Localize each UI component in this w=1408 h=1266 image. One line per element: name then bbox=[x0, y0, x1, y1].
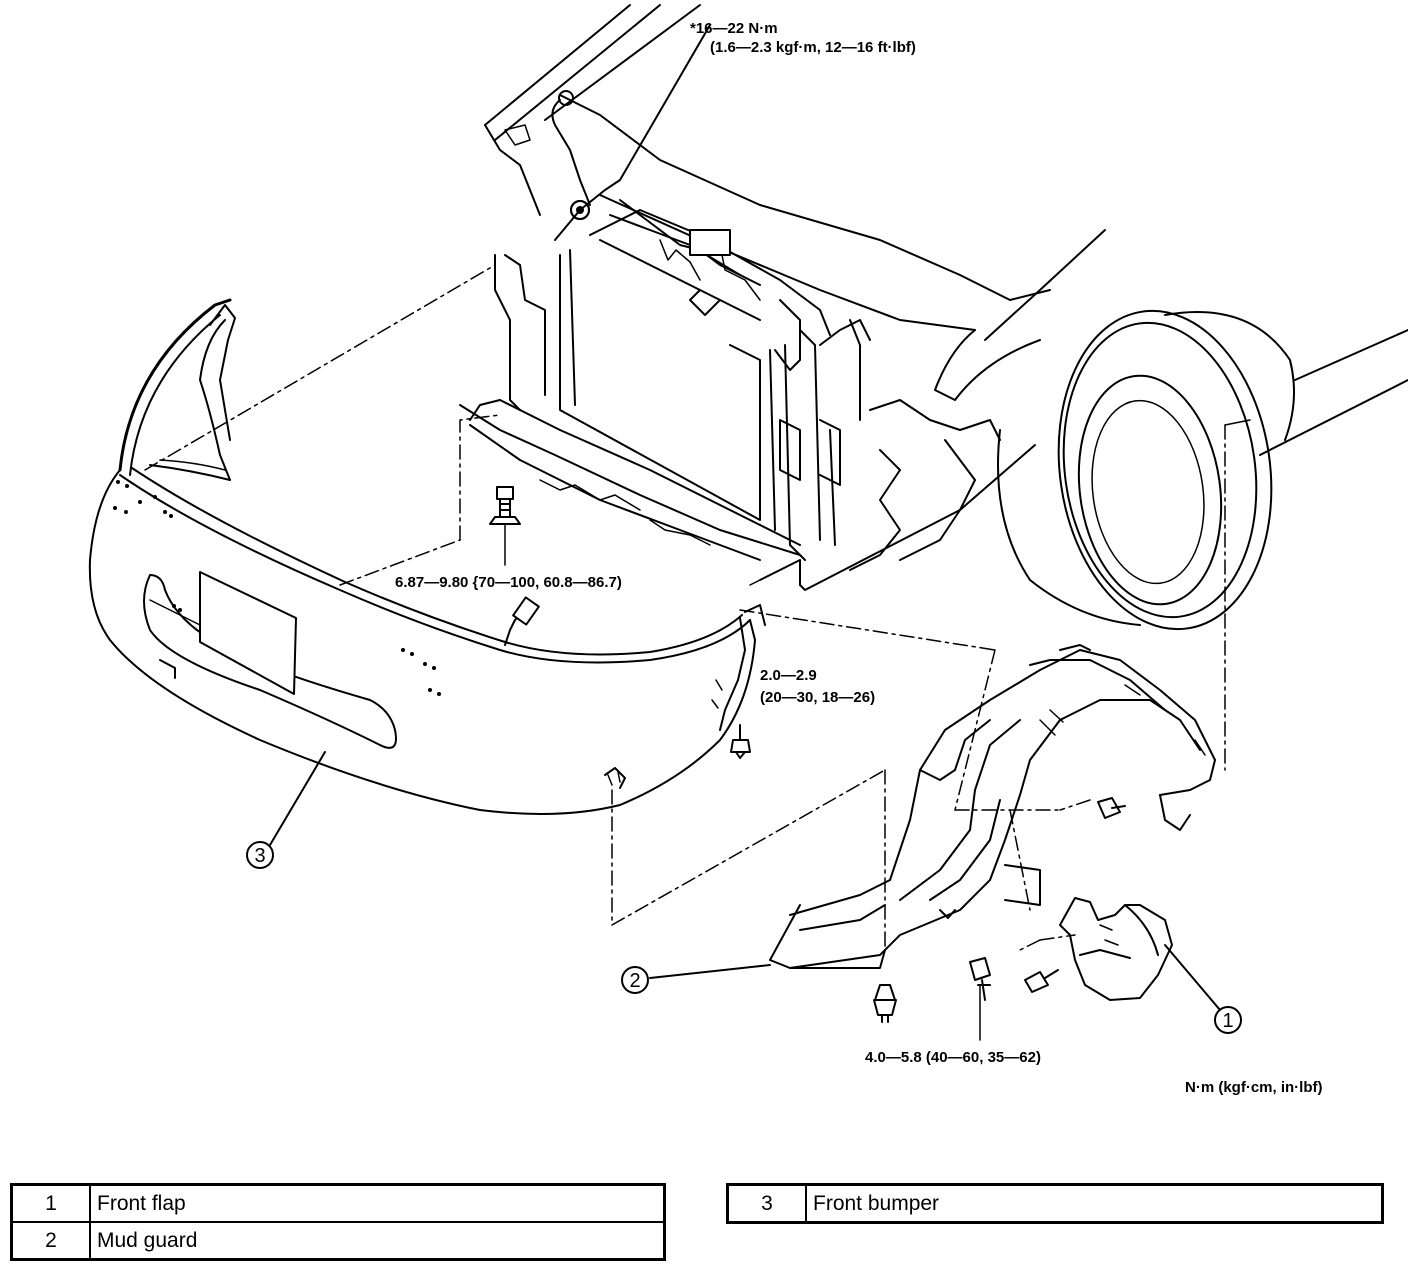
bolt-center-icon bbox=[489, 486, 521, 566]
table-row: 1 Front flap bbox=[10, 1183, 666, 1223]
reference-lines bbox=[144, 264, 1091, 951]
radiator-frame bbox=[459, 24, 1036, 591]
table-row: 3 Front bumper bbox=[726, 1183, 1384, 1224]
part-name: Mud guard bbox=[89, 1221, 666, 1261]
front-bumper bbox=[88, 298, 766, 846]
torque-screw-label-line1: 2.0—2.9 bbox=[760, 667, 817, 684]
clip-bottom-icon bbox=[873, 984, 897, 1023]
fasteners bbox=[489, 200, 1126, 1041]
torque-bottom-label: 4.0—5.8 (40—60, 35—62) bbox=[865, 1049, 1041, 1066]
torque-center-bolt-label: 6.87—9.80 {70—100, 60.8—86.7) bbox=[395, 574, 622, 591]
bolt-bottom-icon bbox=[969, 957, 991, 1041]
units-label: N·m (kgf·cm, in·lbf) bbox=[1185, 1079, 1322, 1096]
vehicle-body bbox=[484, 4, 1408, 771]
mud-guard bbox=[649, 644, 1216, 979]
svg-text:1: 1 bbox=[1222, 1010, 1233, 1032]
clip-flap-icon bbox=[1024, 969, 1059, 993]
part-number: 2 bbox=[10, 1221, 91, 1261]
callout-1: 1 bbox=[1214, 1006, 1242, 1034]
clip-right-icon bbox=[1097, 797, 1126, 819]
front-flap bbox=[1059, 897, 1221, 1011]
part-number: 3 bbox=[726, 1183, 807, 1224]
parts-table-left: 1 Front flap 2 Mud guard bbox=[10, 1183, 666, 1261]
part-name: Front flap bbox=[89, 1183, 666, 1223]
part-name: Front bumper bbox=[805, 1183, 1384, 1224]
screw-side-icon bbox=[730, 724, 751, 759]
torque-top-label-line1: *16—22 N·m bbox=[690, 20, 778, 37]
table-row: 2 Mud guard bbox=[10, 1221, 666, 1261]
torque-screw-label-line2: (20—30, 18—26) bbox=[760, 689, 875, 706]
bolt-top-icon bbox=[570, 200, 590, 220]
parts-table-right: 3 Front bumper bbox=[726, 1183, 1384, 1224]
svg-text:3: 3 bbox=[254, 845, 265, 867]
part-number: 1 bbox=[10, 1183, 91, 1223]
torque-top-label-line2: (1.6—2.3 kgf·m, 12—16 ft·lbf) bbox=[710, 39, 916, 56]
callout-3: 3 bbox=[246, 841, 274, 869]
callout-2: 2 bbox=[621, 966, 649, 994]
svg-text:2: 2 bbox=[629, 970, 640, 992]
